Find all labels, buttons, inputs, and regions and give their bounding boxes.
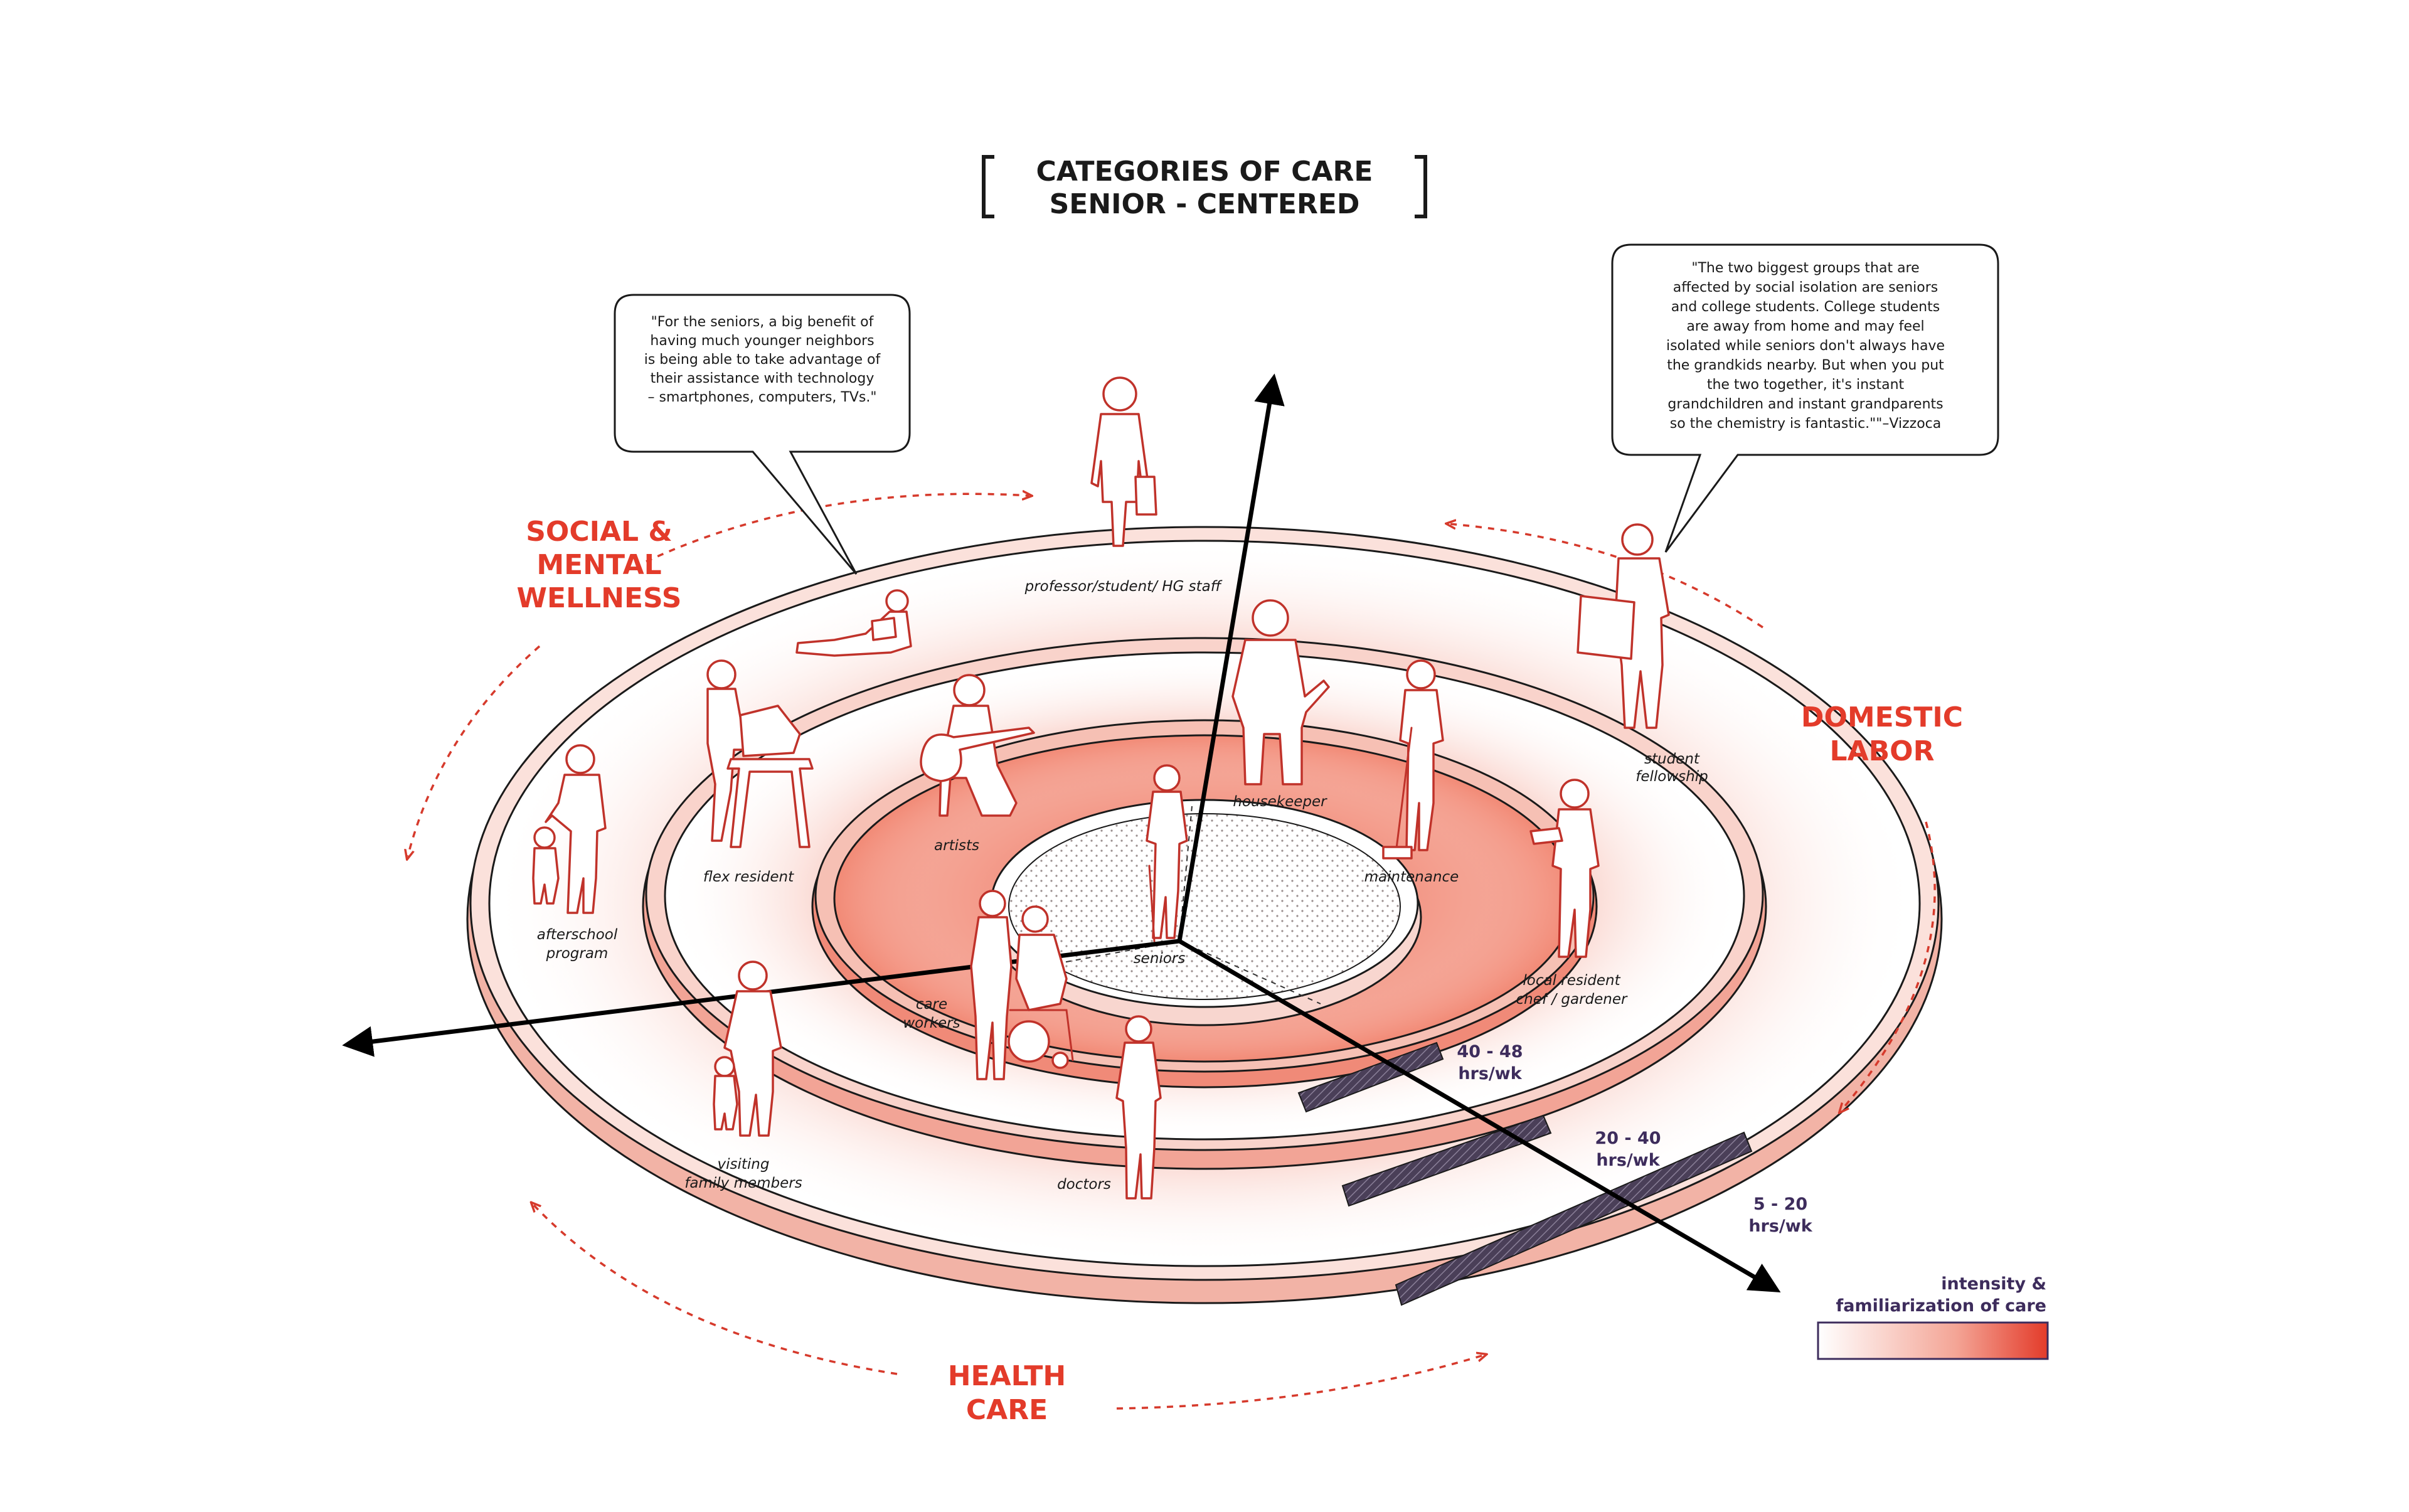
figure-artist xyxy=(920,674,1035,817)
figure-senior xyxy=(1146,764,1188,942)
figure-chef-gardener xyxy=(1529,779,1600,958)
arc-social-left xyxy=(408,645,541,856)
label-student-fellowship-1: student xyxy=(1644,751,1700,767)
hours-outer-2: hrs/wk xyxy=(1748,1217,1812,1236)
quote-left-line-1: "For the seniors, a big benefit of xyxy=(651,314,875,330)
quote-right-line-2: affected by social isolation are seniors xyxy=(1673,280,1938,295)
title-block: CATEGORIES OF CARE SENIOR - CENTERED xyxy=(982,155,1427,220)
label-afterschool-2: program xyxy=(546,945,609,962)
label-professor: professor/student/ HG staff xyxy=(1024,578,1223,595)
hours-segment-inner xyxy=(1297,1041,1444,1113)
label-local-resident-1: local resident xyxy=(1523,972,1620,989)
center-platform-dots xyxy=(1008,813,1401,1000)
hours-outer-1: 5 - 20 xyxy=(1753,1195,1807,1214)
quote-bubble-right-shape xyxy=(1611,243,1999,553)
quote-left-line-4: their assistance with technology xyxy=(651,371,875,386)
arc-health-left xyxy=(533,1205,898,1375)
figure-laptop-student xyxy=(795,589,912,657)
label-afterschool-1: afterschool xyxy=(537,927,618,943)
category-social: SOCIAL & MENTAL WELLNESS xyxy=(517,516,682,614)
label-care-workers-1: care xyxy=(916,996,947,1013)
role-labels: professor/student/ HG staff housekeeper … xyxy=(537,578,1708,1193)
category-health-line-1: HEALTH xyxy=(948,1360,1066,1392)
hours-segment-middle xyxy=(1341,1114,1552,1207)
quote-right-line-1: "The two biggest groups that are xyxy=(1691,260,1919,276)
label-artists: artists xyxy=(934,838,979,854)
category-health-line-2: CARE xyxy=(966,1394,1048,1426)
quote-right-line-3: and college students. College students xyxy=(1671,299,1940,315)
figure-visiting-family xyxy=(713,961,782,1137)
quote-right-line-8: grandchildren and instant grandparents xyxy=(1667,397,1943,412)
label-care-workers-2: workers xyxy=(903,1015,960,1031)
quote-right-line-4: are away from home and may feel xyxy=(1686,319,1924,334)
quote-left-line-5: – smartphones, computers, TVs." xyxy=(648,390,877,405)
quote-right-line-5: isolated while seniors don't always have xyxy=(1666,338,1945,354)
title-bracket-right xyxy=(1415,155,1427,218)
category-social-line-3: WELLNESS xyxy=(517,582,682,614)
category-arcs xyxy=(408,494,1936,1410)
title-line-1: CATEGORIES OF CARE xyxy=(1036,156,1373,188)
category-social-line-1: SOCIAL & xyxy=(526,516,673,548)
figure-doctor xyxy=(1115,1015,1162,1200)
title-bracket-left xyxy=(982,155,994,218)
category-social-line-2: MENTAL xyxy=(536,549,661,581)
legend-line-1: intensity & xyxy=(1941,1274,2046,1294)
label-student-fellowship-2: fellowship xyxy=(1635,769,1708,785)
category-domestic-line-1: DOMESTIC xyxy=(1801,701,1963,733)
label-visiting-family-2: family members xyxy=(684,1175,802,1191)
category-health: HEALTH CARE xyxy=(948,1360,1066,1426)
arc-domestic-right xyxy=(1841,821,1936,1110)
title-line-2: SENIOR - CENTERED xyxy=(1050,188,1360,220)
quote-bubble-left-shape xyxy=(614,294,911,575)
figure-housekeeper xyxy=(1231,599,1330,785)
figure-flex-resident xyxy=(706,659,814,848)
arc-health-right xyxy=(1116,1355,1484,1410)
label-doctors: doctors xyxy=(1057,1176,1111,1193)
label-flex-resident: flex resident xyxy=(703,869,794,885)
axis-up-arrow xyxy=(1177,373,1285,942)
ring-platform xyxy=(466,526,1943,1306)
label-housekeeper: housekeeper xyxy=(1233,794,1327,810)
quote-right-line-9: so the chemistry is fantastic.""–Vizzoca xyxy=(1670,416,1941,432)
label-local-resident-2: chef / gardener xyxy=(1516,991,1628,1008)
hours-inner-2: hrs/wk xyxy=(1458,1064,1522,1083)
figure-maintenance xyxy=(1382,659,1444,860)
legend-line-2: familiarization of care xyxy=(1836,1296,2046,1316)
quote-bubble-left: "For the seniors, a big benefit of havin… xyxy=(614,294,911,575)
axis-right-arrow xyxy=(1178,939,1781,1292)
figure-care-workers xyxy=(970,890,1074,1080)
quote-bubble-right: "The two biggest groups that are affecte… xyxy=(1611,243,1999,553)
quote-right-line-7: the two together, it's instant xyxy=(1707,377,1905,393)
arc-social-top xyxy=(646,494,1029,563)
label-visiting-family-1: visiting xyxy=(718,1156,770,1173)
label-seniors: seniors xyxy=(1134,950,1186,967)
quote-left-line-3: is being able to take advantage of xyxy=(644,352,881,368)
figures xyxy=(532,376,1670,1200)
quote-left-line-2: having much younger neighbors xyxy=(650,333,874,349)
figure-student-fellowship xyxy=(1577,523,1670,729)
quote-right-line-6: the grandkids nearby. But when you put xyxy=(1667,358,1944,373)
legend-gradient-bar xyxy=(1817,1321,2049,1360)
figure-afterschool xyxy=(532,744,607,914)
label-maintenance: maintenance xyxy=(1364,869,1459,885)
hours-segment-outer xyxy=(1395,1131,1753,1306)
hours-labels: 40 - 48 hrs/wk 20 - 40 hrs/wk 5 - 20 hrs… xyxy=(1457,1042,1812,1236)
hours-inner-1: 40 - 48 xyxy=(1457,1042,1523,1062)
figure-professor xyxy=(1090,376,1157,547)
hours-middle-2: hrs/wk xyxy=(1596,1151,1660,1170)
hours-middle-1: 20 - 40 xyxy=(1595,1129,1661,1148)
legend: intensity & familiarization of care xyxy=(1817,1274,2049,1360)
category-domestic-line-2: LABOR xyxy=(1830,735,1935,767)
category-domestic: DOMESTIC LABOR xyxy=(1801,701,1963,767)
